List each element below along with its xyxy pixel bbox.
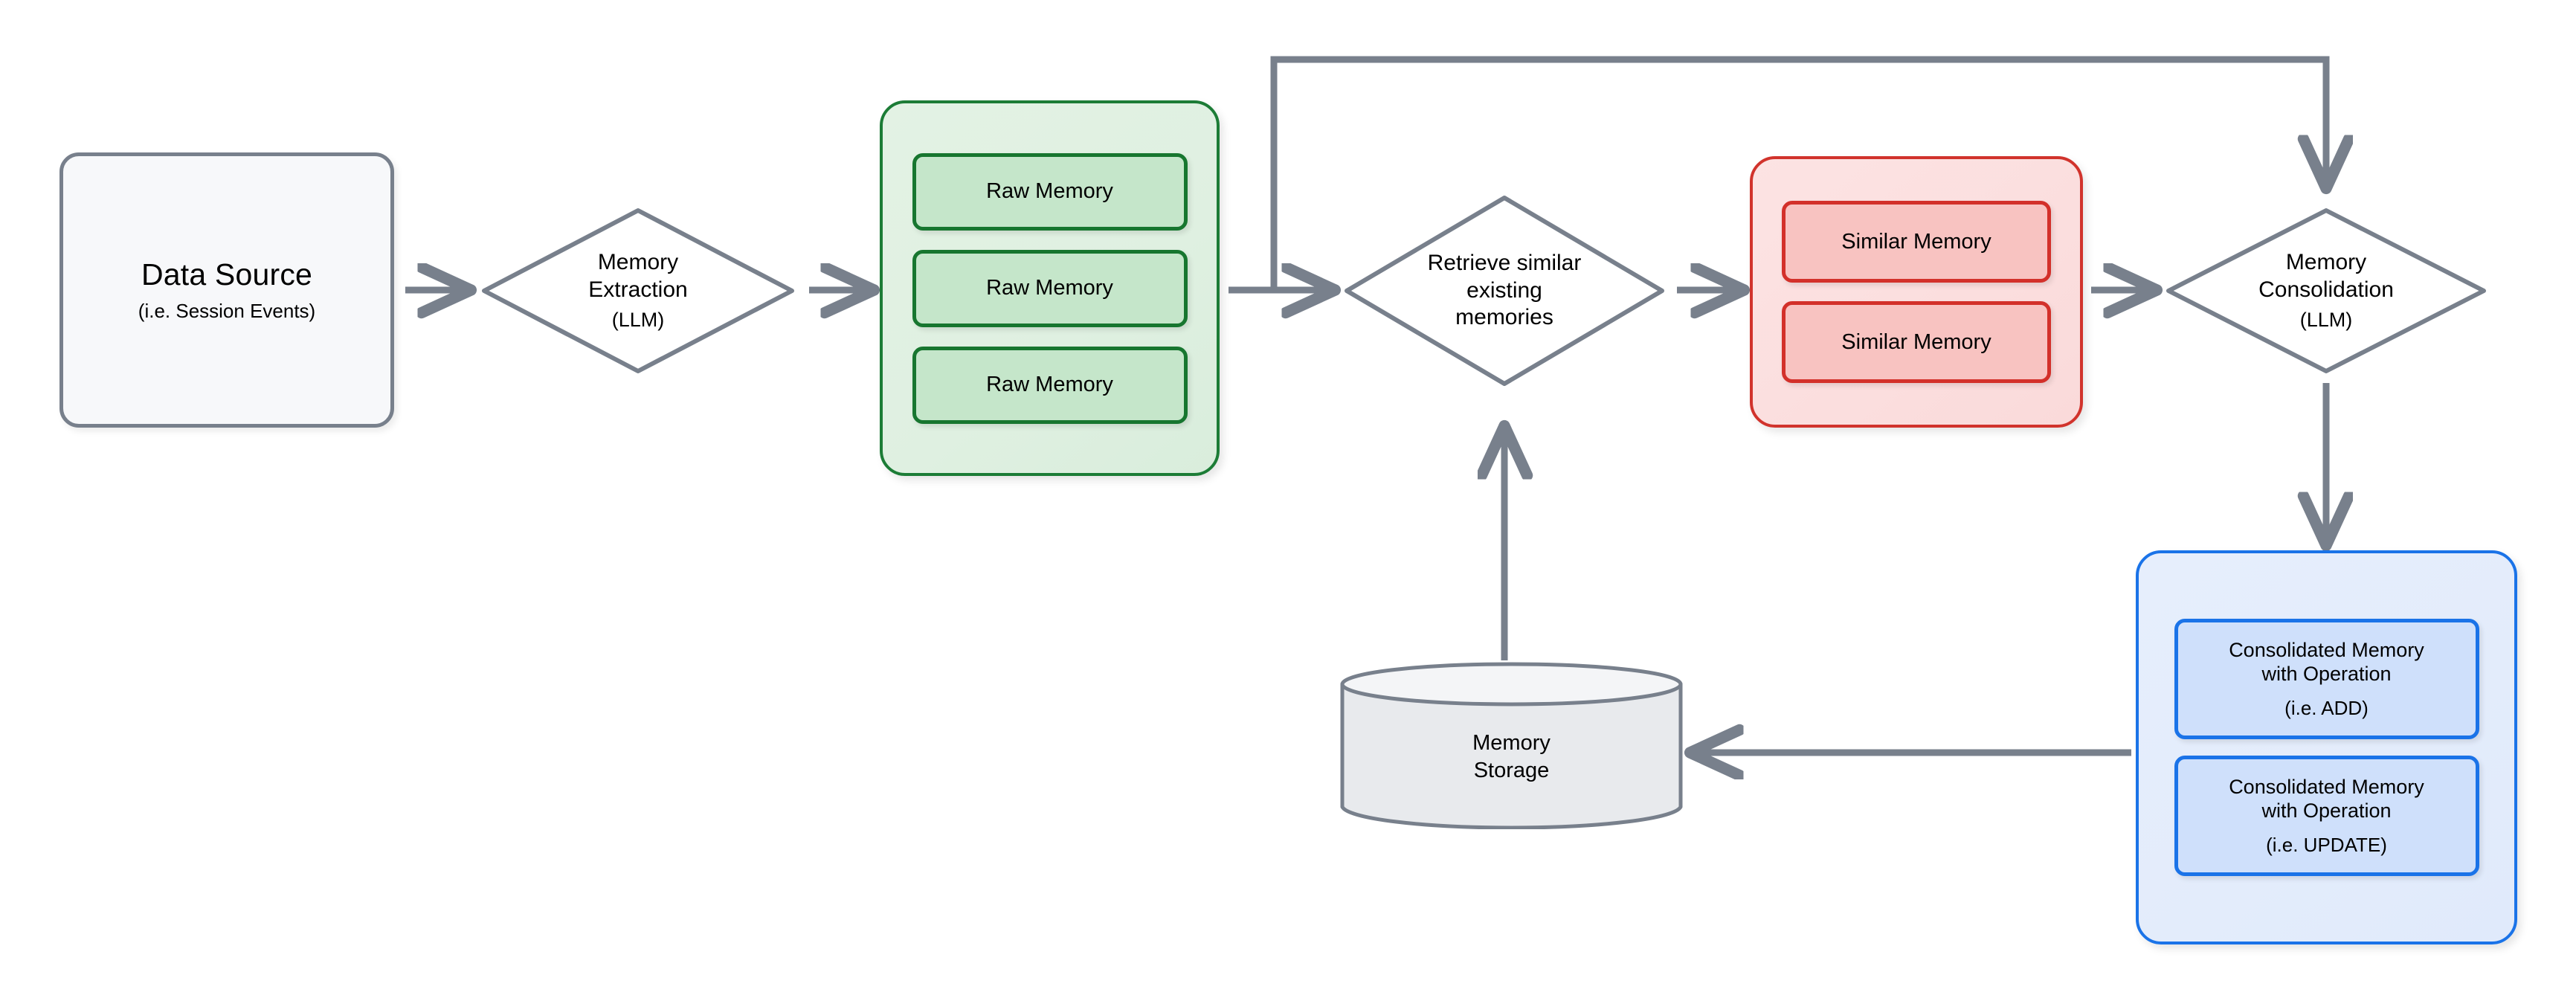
chip-consolidated-memory-update[interactable]: Consolidated Memory with Operation (i.e.… — [2174, 756, 2479, 876]
group-raw-memory[interactable]: Raw Memory Raw Memory Raw Memory — [880, 100, 1220, 476]
chip-raw-memory-2[interactable]: Raw Memory — [912, 249, 1188, 327]
memory-storage-label: Memory Storage — [1339, 662, 1684, 829]
node-memory-extraction[interactable]: Memory Extraction (LLM) — [478, 205, 798, 377]
diamond-shape — [2163, 205, 2490, 377]
consolidated-update-line1: Consolidated Memory — [2229, 776, 2424, 799]
memory-extraction-label: Memory Extraction (LLM) — [588, 249, 687, 332]
memory-consolidation-line3: (LLM) — [2299, 309, 2353, 332]
chip-consolidated-memory-add[interactable]: Consolidated Memory with Operation (i.e.… — [2174, 619, 2479, 739]
memory-consolidation-line2: Consolidation — [2258, 277, 2394, 302]
chip-raw-memory-1[interactable]: Raw Memory — [912, 152, 1188, 231]
consolidated-update-line3: (i.e. UPDATE) — [2266, 833, 2387, 856]
retrieve-similar-line1: Retrieve similar — [1427, 251, 1582, 276]
chip-raw-memory-3[interactable]: Raw Memory — [912, 346, 1188, 424]
retrieve-similar-line2: existing — [1466, 277, 1542, 303]
consolidated-add-line1: Consolidated Memory — [2229, 639, 2424, 662]
node-data-source[interactable]: Data Source (i.e. Session Events) — [59, 152, 394, 428]
cylinder-icon — [1339, 662, 1684, 829]
node-retrieve-similar-memories[interactable]: Retrieve similar existing memories — [1341, 192, 1668, 390]
data-source-title: Data Source — [141, 257, 313, 292]
data-source-subtitle: (i.e. Session Events) — [138, 300, 316, 322]
group-similar-memory[interactable]: Similar Memory Similar Memory — [1750, 156, 2083, 428]
diamond-shape — [1341, 192, 1668, 390]
memory-storage-line2: Storage — [1473, 758, 1550, 782]
group-consolidated-memory[interactable]: Consolidated Memory with Operation (i.e.… — [2136, 550, 2517, 944]
consolidated-update-line2: with Operation — [2261, 799, 2392, 823]
consolidated-add-line3: (i.e. ADD) — [2284, 696, 2369, 719]
memory-extraction-line1: Memory — [597, 249, 679, 274]
node-memory-storage[interactable]: Memory Storage — [1339, 662, 1684, 829]
retrieve-similar-line3: memories — [1455, 305, 1553, 330]
memory-storage-line1: Memory — [1472, 731, 1551, 756]
chip-similar-memory-2[interactable]: Similar Memory — [1782, 301, 2051, 383]
node-memory-consolidation[interactable]: Memory Consolidation (LLM) — [2163, 205, 2490, 377]
diamond-shape — [478, 205, 798, 377]
chip-similar-memory-1[interactable]: Similar Memory — [1782, 201, 2051, 283]
consolidated-add-line2: with Operation — [2261, 663, 2392, 686]
memory-consolidation-line1: Memory — [2285, 249, 2367, 274]
retrieve-similar-label: Retrieve similar existing memories — [1428, 250, 1582, 332]
memory-extraction-line3: (LLM) — [611, 309, 665, 332]
memory-consolidation-label: Memory Consolidation (LLM) — [2258, 249, 2394, 332]
memory-extraction-line2: Extraction — [588, 277, 688, 302]
